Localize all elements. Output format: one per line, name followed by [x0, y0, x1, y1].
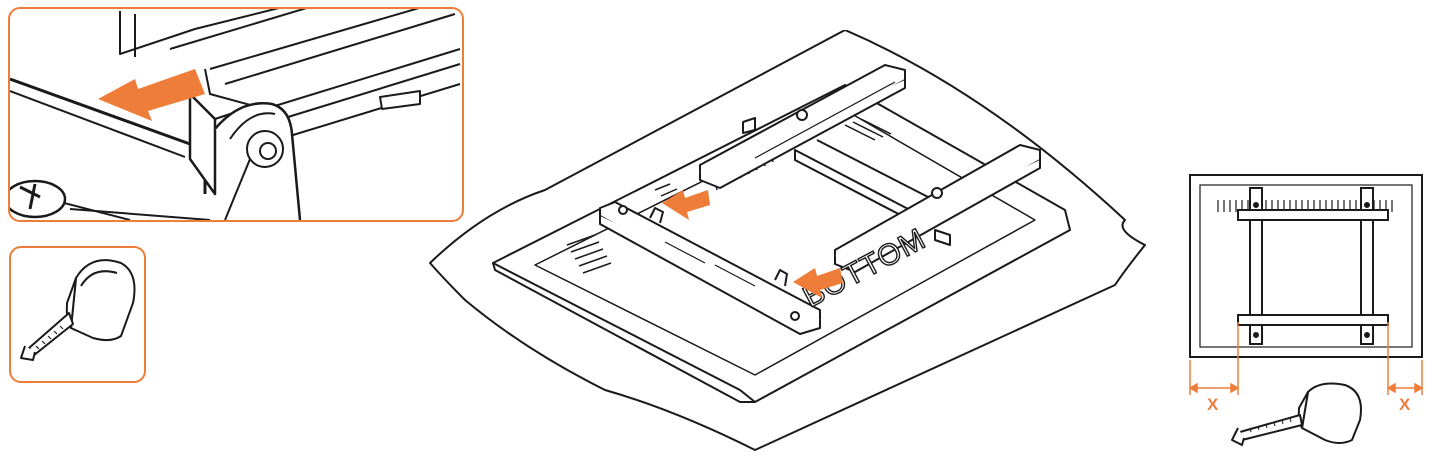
orange-arrow-icon — [98, 69, 205, 121]
rail-detail-drawing — [10, 9, 461, 220]
tape-measure-icon — [1231, 382, 1362, 446]
tv-mounting-illustration: BOTTOM — [429, 30, 1146, 451]
orange-arrow-icon — [793, 268, 843, 298]
right-dimension-label: X — [1399, 395, 1411, 414]
front-view-diagram: X X — [1188, 174, 1424, 446]
orange-arrow-icon — [662, 190, 710, 220]
detail-panel-rail-slide — [8, 7, 464, 222]
tv-back-panel — [492, 84, 1071, 403]
left-dimension-label: X — [1207, 395, 1219, 414]
tape-measure-icon — [20, 259, 136, 361]
tape-measure-panel — [9, 246, 146, 383]
tv-front-outline — [1189, 174, 1423, 358]
